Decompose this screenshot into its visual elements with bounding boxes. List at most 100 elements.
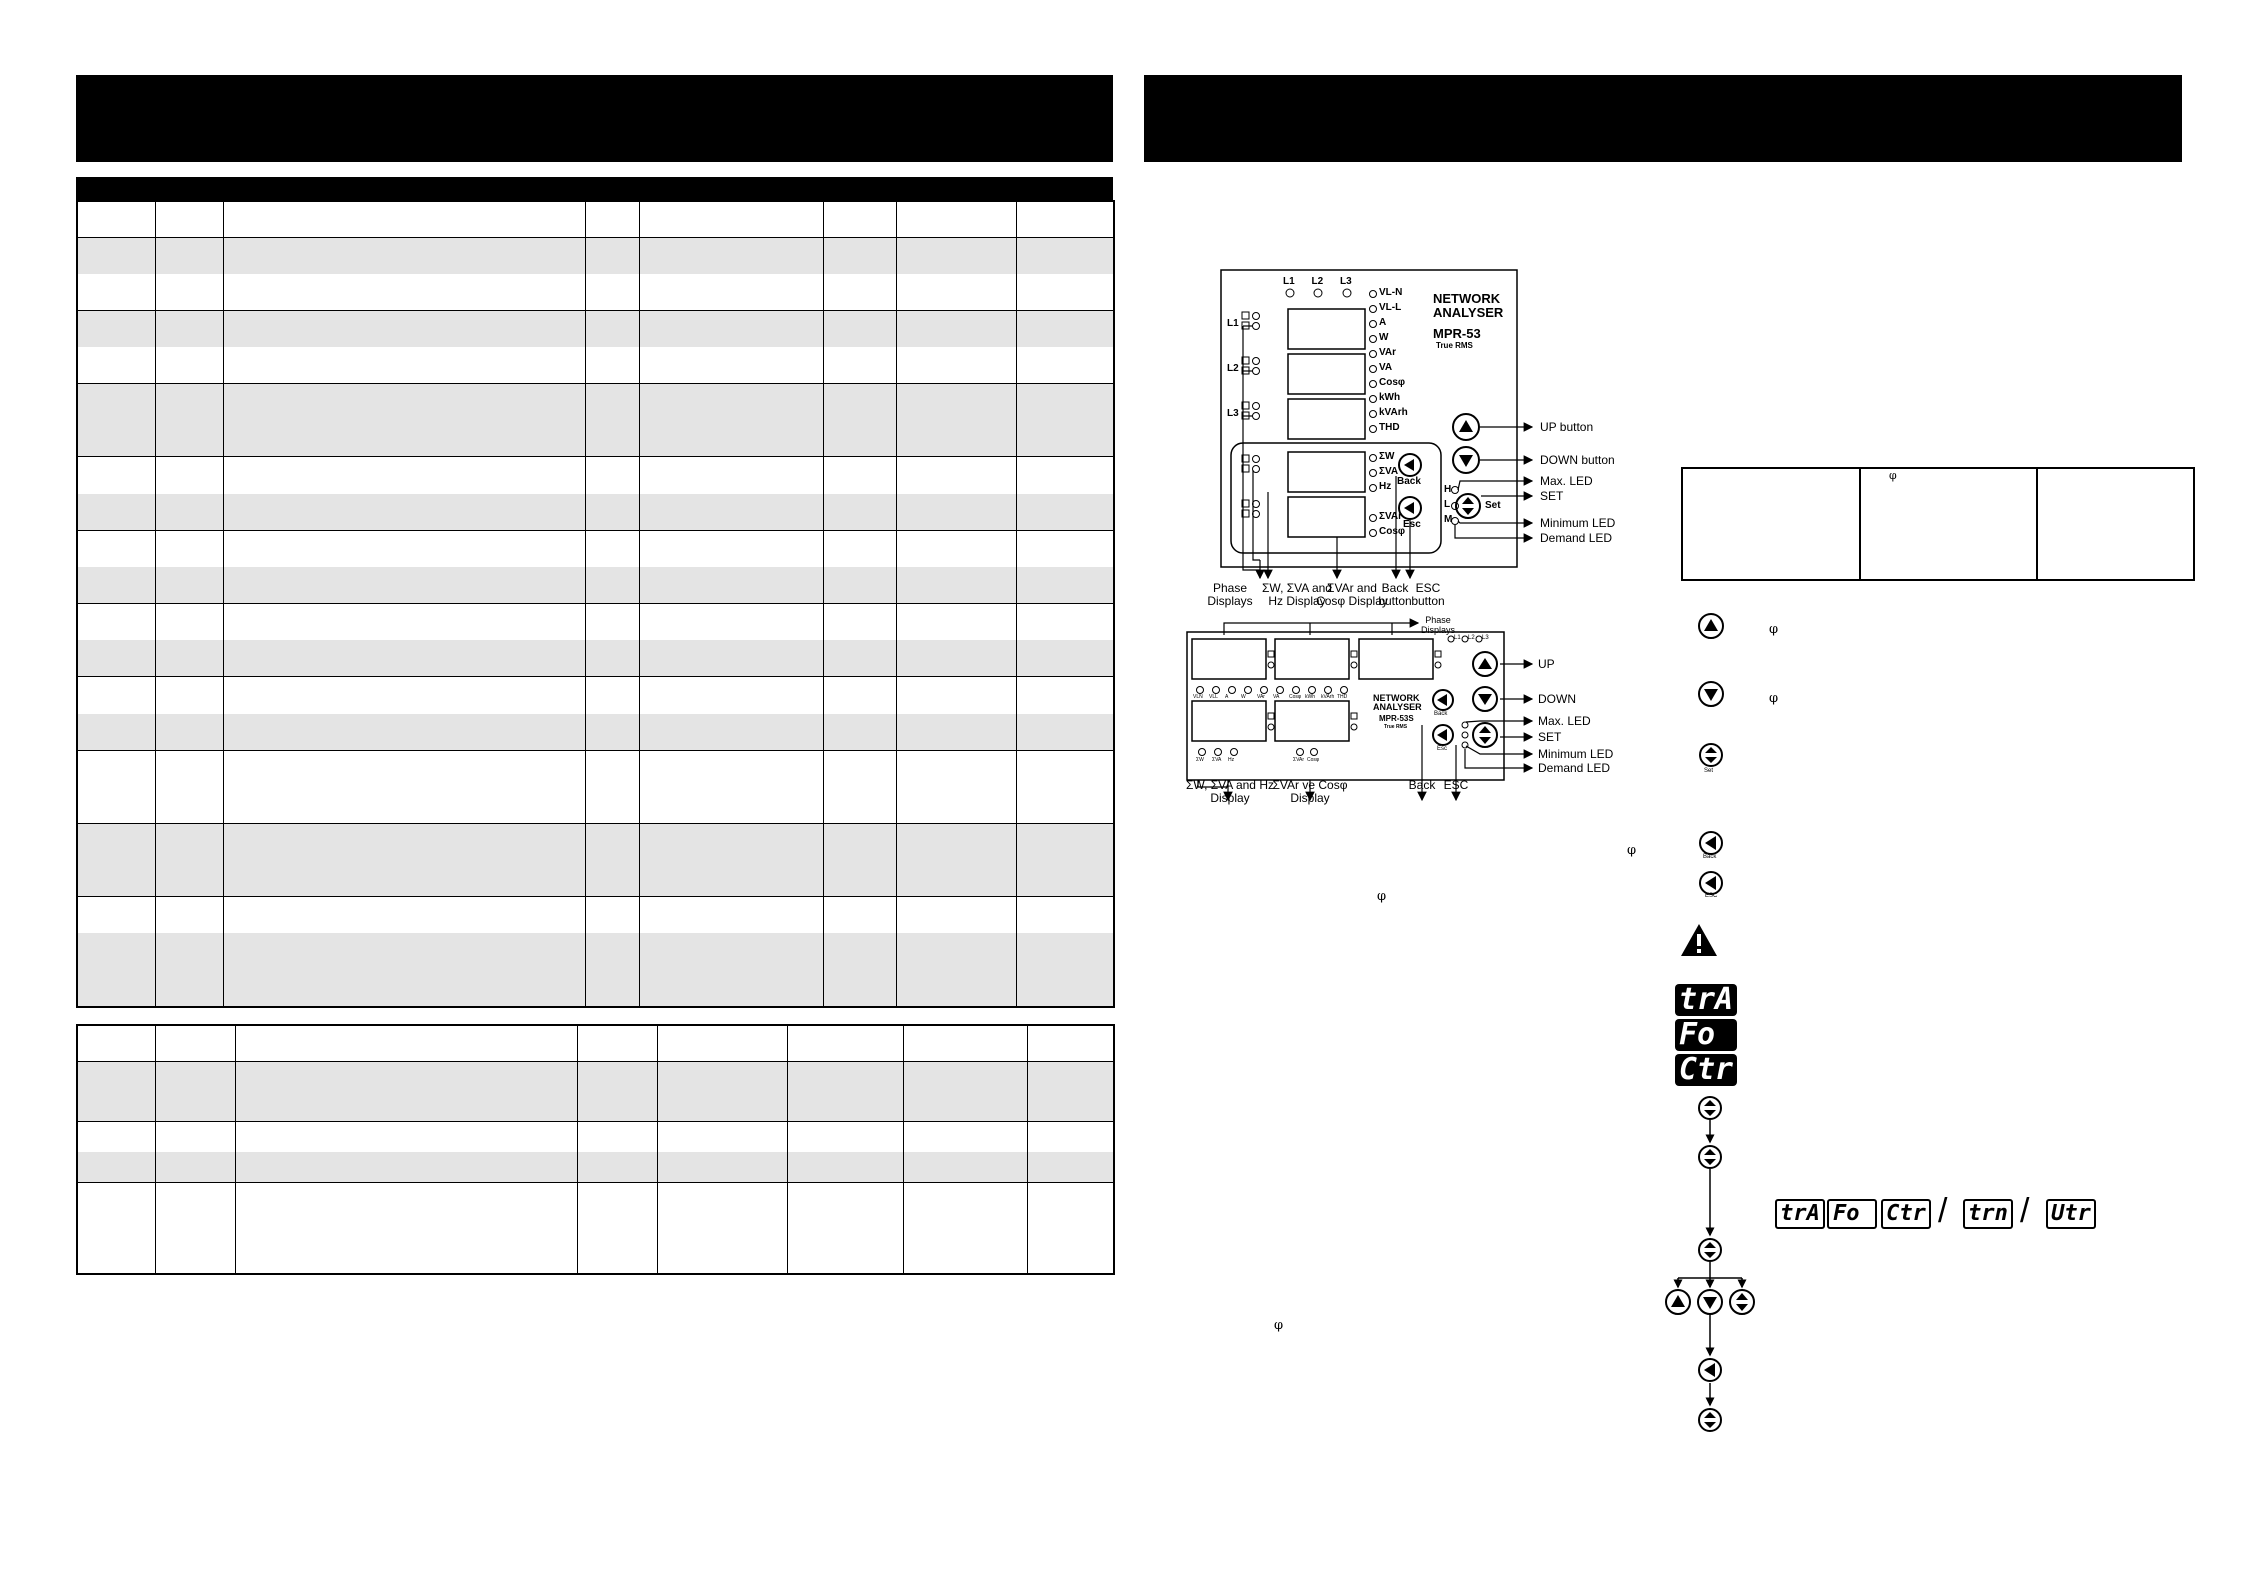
back-button-icon (1698, 1358, 1722, 1382)
table-cell (822, 749, 896, 787)
hlm-label: L (1444, 499, 1451, 510)
table-cell (77, 1121, 155, 1153)
table-cell (222, 896, 585, 934)
phi-mark: φ (1769, 622, 1779, 637)
table-cell (638, 603, 823, 641)
table-row (77, 676, 1114, 714)
phase-led (1461, 635, 1469, 643)
l2-display (1287, 353, 1366, 395)
measure-led-label: Cosφ (1379, 377, 1406, 388)
table-cell (222, 933, 585, 1007)
seg-row-ctr: Ctr (1881, 1199, 1931, 1229)
table-cell (77, 346, 155, 384)
table-row (77, 1121, 1114, 1153)
table-cell (822, 456, 896, 494)
sum-led (1369, 454, 1377, 462)
table-cell (1015, 786, 1114, 824)
table-cell (656, 1061, 787, 1092)
table-row (77, 566, 1114, 604)
table-cell (222, 237, 585, 274)
table-cell (222, 273, 585, 311)
table-row (77, 786, 1114, 824)
sum-led (1296, 748, 1304, 756)
table-cell (222, 860, 585, 897)
table-row (77, 1025, 1114, 1062)
table-cell (154, 713, 223, 751)
table-row (77, 529, 1114, 567)
table-cell (895, 640, 1016, 677)
table-cell (1015, 309, 1114, 347)
table-cell (656, 1152, 787, 1183)
table-cell (584, 933, 639, 1007)
table-cell (822, 566, 896, 604)
table-cell (77, 676, 155, 714)
phase-led (1475, 635, 1483, 643)
table-cell (1015, 896, 1114, 934)
s-panel-diagram (1186, 618, 1534, 802)
down-callout: DOWN button (1540, 453, 1615, 467)
set-button-icon (1698, 1096, 1722, 1120)
table-cell (656, 1182, 787, 1214)
table-cell (154, 237, 223, 274)
table-cell (154, 1061, 235, 1092)
table-cell (584, 309, 639, 347)
table-cell (584, 383, 639, 421)
seg-row-separator: / (1938, 1192, 1948, 1230)
table-row (77, 493, 1114, 531)
table-cell (1026, 1152, 1114, 1183)
sum-led (1198, 748, 1206, 756)
table-cell (77, 1061, 155, 1092)
table-cell (638, 749, 823, 787)
sum-led (1369, 529, 1377, 537)
max-led-callout: Max. LED (1538, 714, 1591, 728)
table-row (77, 1213, 1114, 1274)
set-button-icon (1698, 1145, 1722, 1169)
table-cell (154, 1091, 235, 1122)
table-cell (154, 603, 223, 641)
table-cell (638, 566, 823, 604)
table-cell (638, 456, 823, 494)
seg-row-tra: trA (1775, 1199, 1825, 1229)
seg-code-tra: trA (1675, 984, 1737, 1016)
table-cell (77, 566, 155, 604)
table-cell (638, 529, 823, 567)
model-label: MPR-53 (1433, 326, 1481, 341)
table-cell (154, 1182, 235, 1214)
phi-mark: φ (1769, 691, 1779, 706)
table-cell (786, 1091, 903, 1122)
table-cell (222, 456, 585, 494)
table-cell (77, 273, 155, 311)
check-icon (1241, 509, 1250, 518)
status-led (1267, 661, 1275, 669)
table-cell (895, 309, 1016, 347)
table-cell (584, 273, 639, 311)
table-cell (154, 309, 223, 347)
table-cell (638, 346, 823, 384)
row-label: L1 (1227, 318, 1239, 329)
front-panel-diagram (1220, 269, 1534, 580)
table-cell (822, 676, 896, 714)
measure-led (1276, 686, 1284, 694)
table-cell (576, 1061, 657, 1092)
table-cell (584, 456, 639, 494)
status-led (1252, 455, 1260, 463)
s-l2-display (1274, 638, 1350, 680)
table-cell (1015, 383, 1114, 421)
table-cell (584, 201, 639, 238)
model-sub-label: True RMS (1436, 341, 1473, 350)
table-cell (1015, 237, 1114, 274)
table-cell (154, 420, 223, 457)
table-row (77, 273, 1114, 311)
table-cell (1015, 273, 1114, 311)
measure-led (1369, 320, 1377, 328)
table-cell (895, 786, 1016, 824)
table-cell (902, 1061, 1027, 1092)
table-cell (77, 860, 155, 897)
sum-led-label: Cosφ (1379, 526, 1406, 537)
table-cell (222, 566, 585, 604)
table-cell (154, 1213, 235, 1274)
table-cell (576, 1213, 657, 1274)
